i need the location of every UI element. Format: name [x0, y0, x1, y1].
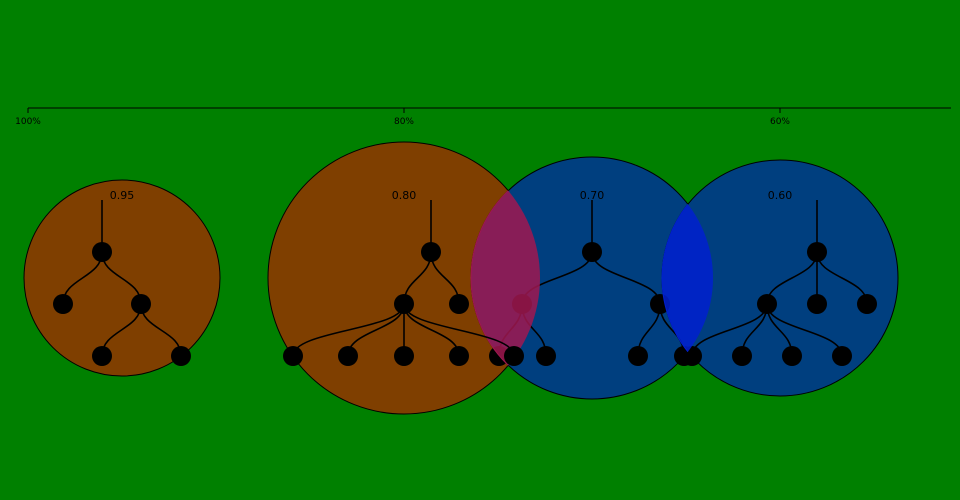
group-label: 0.80	[392, 189, 417, 202]
tree-node	[628, 346, 648, 366]
tree-node	[536, 346, 556, 366]
tree-node	[394, 294, 414, 314]
tree-node	[782, 346, 802, 366]
tree-node	[807, 242, 827, 262]
tree-node	[92, 242, 112, 262]
tree-node	[171, 346, 191, 366]
tree-node	[338, 346, 358, 366]
tree-node	[449, 294, 469, 314]
overlap-lens	[661, 159, 713, 397]
tree-node	[857, 294, 877, 314]
tree-node	[807, 294, 827, 314]
tree-node	[449, 346, 469, 366]
tree-node	[92, 346, 112, 366]
tree	[283, 200, 524, 366]
tree-node	[732, 346, 752, 366]
tree	[53, 200, 191, 366]
axis-tick-label: 100%	[15, 117, 41, 127]
overlap-region	[661, 159, 713, 397]
group-labels: 0.95 0.80 0.70 0.60	[110, 189, 793, 202]
tree-node	[53, 294, 73, 314]
group-label: 0.60	[768, 189, 793, 202]
tree-node	[757, 294, 777, 314]
axis-tick-label: 60%	[770, 117, 790, 127]
tree-node	[682, 346, 702, 366]
axis-tick-label: 80%	[394, 117, 414, 127]
tree	[682, 200, 877, 366]
group-label: 0.95	[110, 189, 135, 202]
group-label: 0.70	[580, 189, 605, 202]
tree-node	[504, 346, 524, 366]
tree-node	[394, 346, 414, 366]
tree-node	[582, 242, 602, 262]
group-circles	[23, 141, 899, 415]
tree-node	[131, 294, 151, 314]
tree-node	[421, 242, 441, 262]
tree-node	[832, 346, 852, 366]
axis: 100% 80% 60%	[15, 107, 951, 127]
tree-node	[283, 346, 303, 366]
